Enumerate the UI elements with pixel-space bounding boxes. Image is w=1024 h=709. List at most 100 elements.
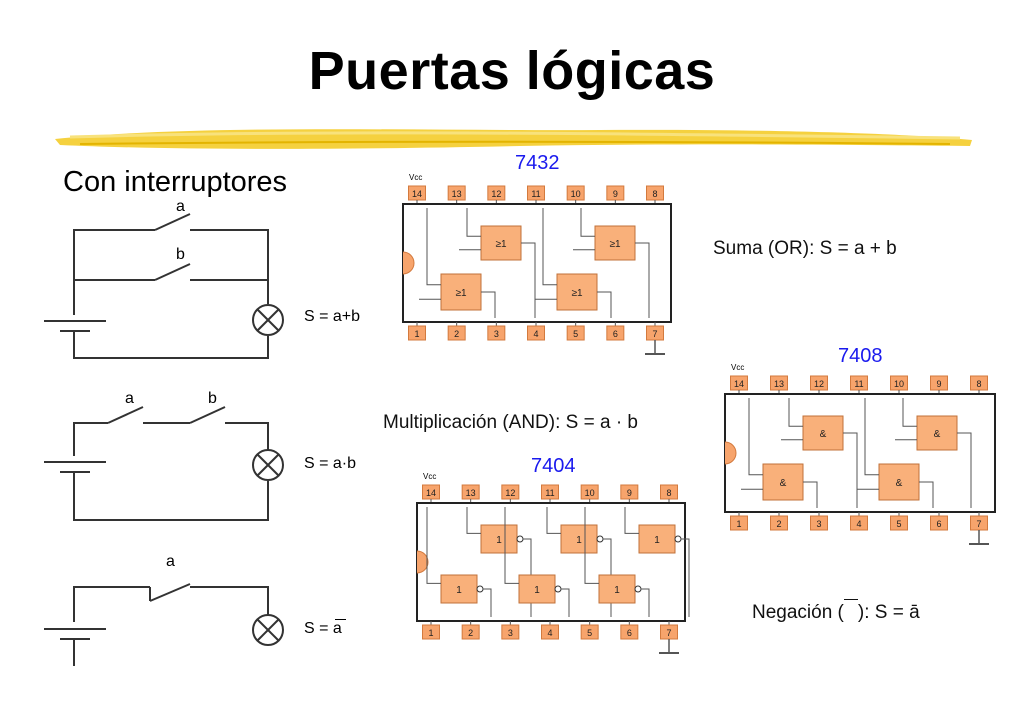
pin-top-number: 10 — [585, 488, 595, 498]
pin-bottom-4 — [527, 325, 545, 341]
or-wire-top — [190, 229, 269, 304]
lamp-or — [252, 304, 284, 336]
pin-top-number: 14 — [426, 488, 436, 498]
pin-bottom-2 — [770, 515, 788, 531]
pin-bottom-1 — [730, 515, 748, 531]
lamp-and — [252, 449, 284, 481]
pin-bottom-number: 1 — [428, 628, 433, 638]
page-title: Puertas lógicas — [308, 41, 716, 101]
switch-b-or — [154, 263, 191, 281]
switch-label-a-2: a — [125, 390, 134, 407]
pin-bottom-6 — [606, 325, 625, 341]
pin-top-number: 9 — [936, 379, 941, 389]
pin-bottom-4 — [541, 624, 559, 640]
pin-top-number: 11 — [854, 379, 863, 389]
inverter-bubble — [476, 585, 484, 593]
pin-top-number: 14 — [412, 189, 422, 199]
pin-bottom-number: 2 — [454, 329, 459, 339]
gate-symbol: ≥1 — [609, 239, 620, 250]
pin-bottom-number: 5 — [896, 519, 901, 529]
gate-bottom-0 — [440, 574, 478, 604]
chip-notch — [402, 251, 415, 275]
pin-bottom-6 — [930, 515, 948, 531]
gate-symbol: 1 — [534, 585, 540, 596]
gate-symbol: & — [896, 478, 903, 489]
pin-bottom-number: 2 — [468, 628, 473, 638]
pin-top-number: 11 — [531, 189, 540, 199]
switch-label-b-2: b — [208, 390, 217, 407]
gate-symbol: ≥1 — [571, 288, 582, 299]
gate-symbol: 1 — [614, 585, 620, 596]
pin-bottom-5 — [566, 325, 585, 341]
pin-top-number: 10 — [894, 379, 904, 389]
pin-bottom-1 — [422, 624, 440, 640]
overline-mark — [335, 619, 346, 620]
chip-notch — [416, 550, 429, 574]
pin-bottom-number: 3 — [816, 519, 821, 529]
pin-top-number: 10 — [571, 189, 581, 199]
not-wire-right — [190, 586, 269, 615]
pin-bottom-4 — [850, 515, 868, 531]
pin-top-number: 12 — [505, 488, 515, 498]
pin-bottom-number: 5 — [587, 628, 592, 638]
pin-top-number: 12 — [491, 189, 501, 199]
switch-a-or — [154, 213, 191, 231]
vcc-label: Vcc — [423, 472, 436, 481]
inverter-bubble — [516, 535, 524, 543]
chip-title-7404: 7404 — [531, 455, 576, 477]
gate-bottom-1 — [878, 463, 920, 501]
switch-a-and — [107, 406, 144, 424]
or-wire-bottom — [73, 336, 269, 359]
or-wire-left — [73, 229, 155, 315]
pin-bottom-number: 1 — [736, 519, 741, 529]
gate-symbol: & — [780, 478, 787, 489]
and-wire-bottom — [73, 472, 269, 521]
output-label-and: S = a·b — [304, 455, 357, 472]
vcc-label: Vcc — [409, 173, 422, 182]
pin-bottom-number: 2 — [776, 519, 781, 529]
pin-top-number: 11 — [545, 488, 554, 498]
not-wire-top-left — [73, 586, 150, 622]
pin-bottom-number: 7 — [666, 628, 671, 638]
pin-bottom-1 — [408, 325, 426, 341]
pin-top-number: 14 — [734, 379, 744, 389]
and-wire-top-left — [73, 422, 108, 456]
title-underline-brush — [55, 129, 972, 149]
gate-symbol: 1 — [576, 535, 582, 546]
gate-symbol: 1 — [654, 535, 660, 546]
formula-not-prefix: Negación ( — [752, 602, 844, 623]
gate-top-2 — [638, 524, 676, 554]
gate-bottom-0 — [762, 463, 804, 501]
gate-symbol: ≥1 — [495, 239, 506, 250]
pin-bottom-number: 1 — [414, 329, 419, 339]
output-label-or: S = a+b — [304, 308, 361, 325]
formula-not: Negación (): S = ā — [752, 599, 920, 624]
vcc-label: Vcc — [731, 363, 744, 372]
pin-bottom-number: 7 — [976, 519, 981, 529]
gate-symbol: 1 — [456, 585, 462, 596]
pin-top-number: 9 — [627, 488, 632, 498]
pin-bottom-2 — [447, 325, 466, 341]
pin-top-number: 12 — [814, 379, 824, 389]
gate-bottom-2 — [598, 574, 636, 604]
pin-bottom-number: 4 — [547, 628, 552, 638]
gate-bottom-1 — [556, 273, 598, 311]
pin-top-number: 13 — [452, 189, 462, 199]
pin-bottom-number: 6 — [936, 519, 941, 529]
pin-bottom-number: 6 — [627, 628, 632, 638]
gate-bottom-0 — [440, 273, 482, 311]
pin-top-number: 9 — [613, 189, 618, 199]
subtitle: Con interruptores — [63, 166, 288, 198]
switch-label-b-1: b — [176, 246, 185, 263]
inverter-bubble — [596, 535, 604, 543]
gate-top-1 — [594, 225, 636, 261]
pin-bottom-6 — [620, 624, 639, 640]
formula-or: Suma (OR): S = a + b — [713, 238, 897, 259]
gate-symbol: ≥1 — [455, 288, 466, 299]
formula-and: Multiplicación (AND): S = a · b — [383, 412, 638, 433]
chip-notch — [724, 441, 737, 465]
gate-symbol: 1 — [496, 535, 502, 546]
